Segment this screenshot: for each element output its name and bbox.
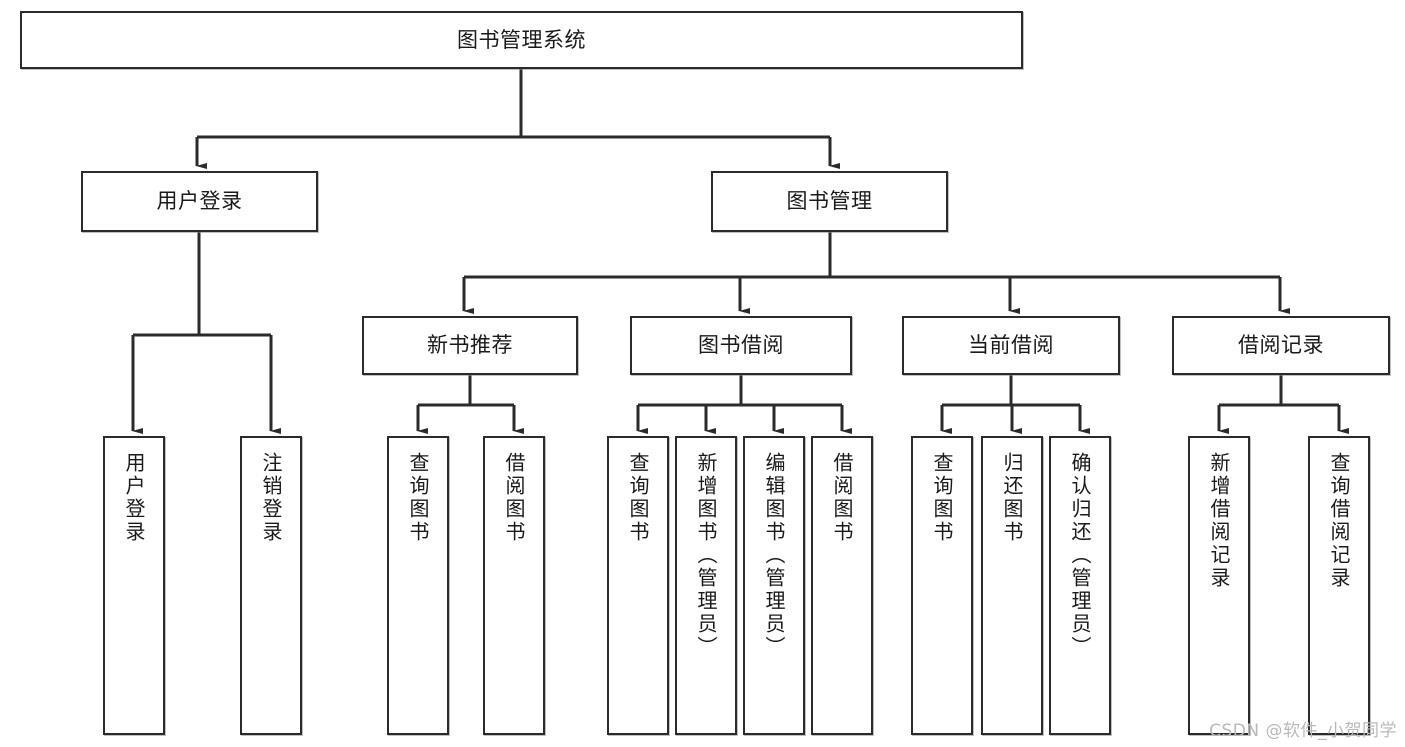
node-leaf-add-record-label: 新增借阅记录	[1207, 452, 1231, 590]
node-leaf-add-book-label: 新增图书（管理员）	[694, 452, 718, 659]
node-leaf-query-book-2-label: 查询图书	[626, 452, 650, 544]
node-current-borrow-label: 当前借阅	[968, 333, 1054, 358]
node-leaf-query-record[interactable]: 查询借阅记录	[1308, 436, 1370, 735]
node-leaf-logout[interactable]: 注销登录	[240, 436, 302, 735]
node-borrow-record-label: 借阅记录	[1238, 333, 1324, 358]
node-leaf-add-book[interactable]: 新增图书（管理员）	[675, 436, 737, 735]
node-leaf-edit-book[interactable]: 编辑图书（管理员）	[743, 436, 805, 735]
node-leaf-query-record-label: 查询借阅记录	[1327, 452, 1351, 590]
node-book-manage-label: 图书管理	[786, 189, 873, 214]
node-new-book-rec[interactable]: 新书推荐	[362, 316, 578, 375]
node-leaf-edit-book-label: 编辑图书（管理员）	[762, 452, 786, 659]
node-leaf-borrow-book-1[interactable]: 借阅图书	[483, 436, 545, 735]
node-leaf-confirm-return[interactable]: 确认归还（管理员）	[1049, 436, 1111, 735]
node-book-borrow-label: 图书借阅	[698, 333, 784, 358]
node-leaf-add-record[interactable]: 新增借阅记录	[1188, 436, 1250, 735]
watermark-text: CSDN @软件_小贺同学	[1209, 721, 1397, 741]
node-leaf-user-login-label: 用户登录	[122, 452, 146, 544]
node-leaf-borrow-book-1-label: 借阅图书	[502, 452, 526, 544]
node-leaf-user-login[interactable]: 用户登录	[103, 436, 165, 735]
node-book-borrow[interactable]: 图书借阅	[630, 316, 852, 375]
node-user-login-label: 用户登录	[156, 189, 243, 214]
node-leaf-borrow-book-2-label: 借阅图书	[830, 452, 854, 544]
node-new-book-rec-label: 新书推荐	[427, 333, 513, 358]
node-leaf-return-book-label: 归还图书	[1000, 452, 1024, 544]
node-borrow-record[interactable]: 借阅记录	[1172, 316, 1390, 375]
node-root[interactable]: 图书管理系统	[20, 11, 1023, 69]
node-leaf-return-book[interactable]: 归还图书	[981, 436, 1043, 735]
node-leaf-query-book-3-label: 查询图书	[930, 452, 954, 544]
node-book-manage[interactable]: 图书管理	[711, 171, 948, 232]
node-leaf-logout-label: 注销登录	[259, 452, 283, 544]
node-leaf-borrow-book-2[interactable]: 借阅图书	[811, 436, 873, 735]
node-leaf-query-book-1-label: 查询图书	[406, 452, 430, 544]
node-root-label: 图书管理系统	[457, 27, 586, 52]
node-leaf-query-book-1[interactable]: 查询图书	[387, 436, 449, 735]
node-user-login[interactable]: 用户登录	[81, 171, 318, 232]
node-leaf-confirm-return-label: 确认归还（管理员）	[1068, 452, 1092, 659]
node-leaf-query-book-3[interactable]: 查询图书	[911, 436, 973, 735]
node-leaf-query-book-2[interactable]: 查询图书	[607, 436, 669, 735]
node-current-borrow[interactable]: 当前借阅	[902, 316, 1120, 375]
